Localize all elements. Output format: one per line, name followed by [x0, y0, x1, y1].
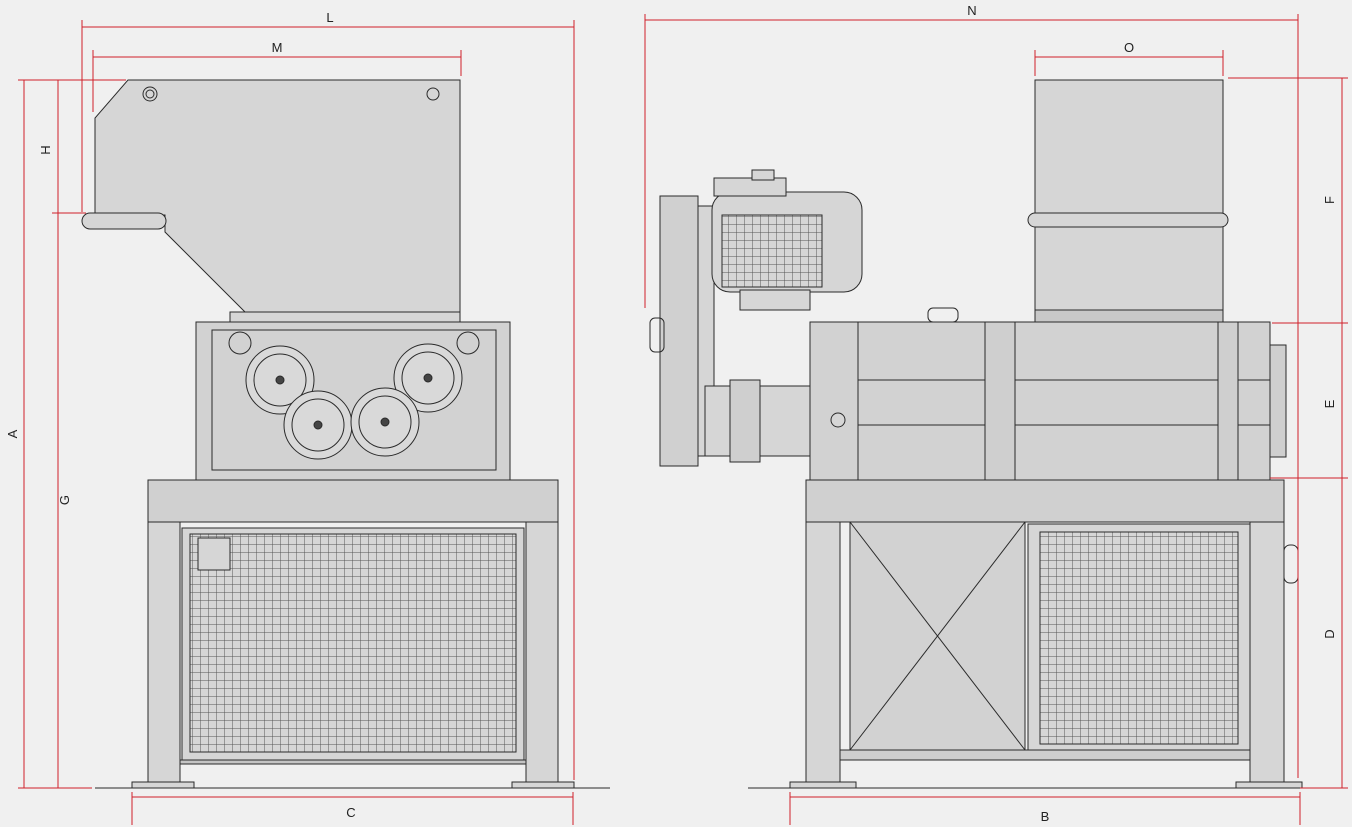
dim-label-M: M — [272, 40, 283, 55]
dim-label-L: L — [326, 10, 333, 25]
base-top-plate-side — [805, 479, 1285, 523]
gearbox-plate — [659, 195, 699, 467]
dim-label-N: N — [967, 3, 976, 18]
dimension-lines — [18, 14, 1348, 825]
leg-left-side — [805, 521, 841, 787]
door-handle-side — [1283, 544, 1299, 584]
base-top-plate — [147, 479, 559, 523]
dim-label-A: A — [5, 429, 20, 438]
hopper-front — [94, 79, 461, 313]
chamber-inner-outline — [211, 329, 497, 471]
hopper-handle — [81, 212, 167, 230]
foot-left — [131, 781, 195, 789]
guard-mesh-front — [189, 533, 517, 753]
rotor-disc — [393, 343, 463, 413]
drive-motor — [711, 169, 863, 311]
cutting-chamber-side — [809, 321, 1271, 481]
rotor-disc — [245, 345, 315, 415]
side-handle — [649, 317, 665, 353]
dim-label-H: H — [38, 145, 53, 154]
end-cap — [1269, 344, 1287, 458]
dim-label-F: F — [1322, 196, 1337, 204]
bearing-cap — [830, 412, 846, 428]
guard-mesh-side — [1039, 531, 1239, 745]
dim-label-E: E — [1322, 399, 1337, 408]
foot-right — [511, 781, 575, 789]
rotor-disc — [283, 390, 353, 460]
hopper-side — [1034, 79, 1224, 321]
rotor-disc — [350, 387, 420, 457]
front-view — [81, 79, 610, 789]
hopper-flange — [229, 311, 461, 323]
leg-right — [525, 521, 559, 787]
side-view — [649, 79, 1338, 789]
dim-label-O: O — [1124, 40, 1134, 55]
dim-label-G: G — [57, 495, 72, 505]
hopper-bolt-hole — [426, 87, 440, 101]
safety-switch-box — [197, 537, 231, 571]
dim-label-C: C — [346, 805, 355, 820]
leg-left — [147, 521, 181, 787]
lifting-eye — [927, 307, 959, 323]
leg-right-side — [1249, 521, 1285, 787]
crossed-panel — [849, 521, 1026, 751]
dim-label-D: D — [1322, 629, 1337, 638]
dim-label-B: B — [1041, 809, 1050, 824]
hopper-band — [1027, 212, 1229, 228]
